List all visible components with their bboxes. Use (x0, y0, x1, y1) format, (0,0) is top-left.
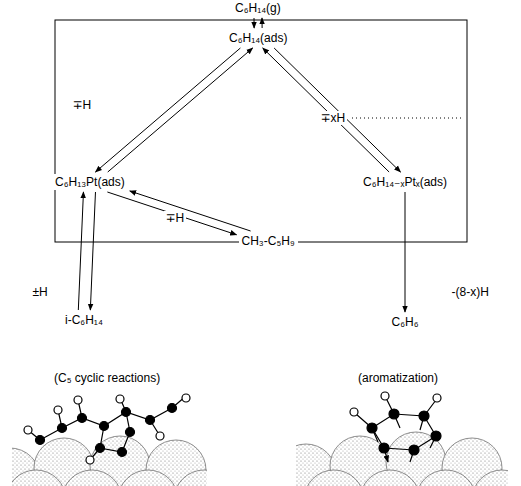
species-node: i-C₆H₁₄ (62, 312, 106, 328)
reaction-arrow (130, 191, 251, 231)
aromatic-ring (350, 392, 441, 462)
reaction-arrow (254, 18, 255, 28)
reaction-arrow (78, 192, 83, 310)
section-caption: (C₅ cyclic reactions) (52, 371, 162, 385)
reaction-arrow (274, 48, 400, 172)
metal-surface-right (296, 432, 508, 486)
section-caption: (aromatization) (356, 371, 440, 385)
reaction-arrow (107, 192, 236, 235)
dotted-leader (352, 118, 462, 119)
reaction-arrow (108, 48, 253, 172)
species-formula: C₆H₁₄(ads) (229, 31, 287, 45)
species-formula: C₆H₁₄₋ₓPtₓ(ads) (363, 175, 447, 189)
species-formula: C₆H₆ (392, 315, 419, 329)
hydrogen-label: -(8-x)H (450, 285, 491, 299)
species-formula: CH₃-C₅H₉ (242, 234, 295, 248)
hydrogen-label: ∓xH (319, 111, 348, 125)
species-node: C₆H₁₄(ads) (226, 30, 290, 46)
species-formula: i-C₆H₁₄ (65, 313, 103, 327)
reaction-arrow (90, 192, 95, 310)
reaction-arrow (95, 48, 240, 172)
hydrogen-label: ±H (31, 285, 50, 299)
species-formula: C₆H₁₃Pt(ads) (55, 175, 125, 189)
species-node: C₆H₁₄(g) (232, 0, 284, 16)
reaction-arrow (262, 18, 263, 28)
metal-surface-left (12, 436, 207, 486)
reaction-arrow (263, 48, 389, 172)
c5-molecule (24, 394, 190, 464)
species-formula: C₆H₁₄(g) (235, 1, 281, 15)
hydrogen-label: ∓H (164, 211, 187, 225)
hydrogen-label: ∓H (71, 98, 94, 112)
species-node: CH₃-C₅H₉ (239, 233, 298, 249)
species-node: C₆H₁₄₋ₓPtₓ(ads) (360, 174, 450, 190)
reaction-arrow (405, 192, 406, 312)
species-node: C₆H₁₃Pt(ads) (52, 174, 128, 190)
species-node: C₆H₆ (389, 314, 422, 330)
